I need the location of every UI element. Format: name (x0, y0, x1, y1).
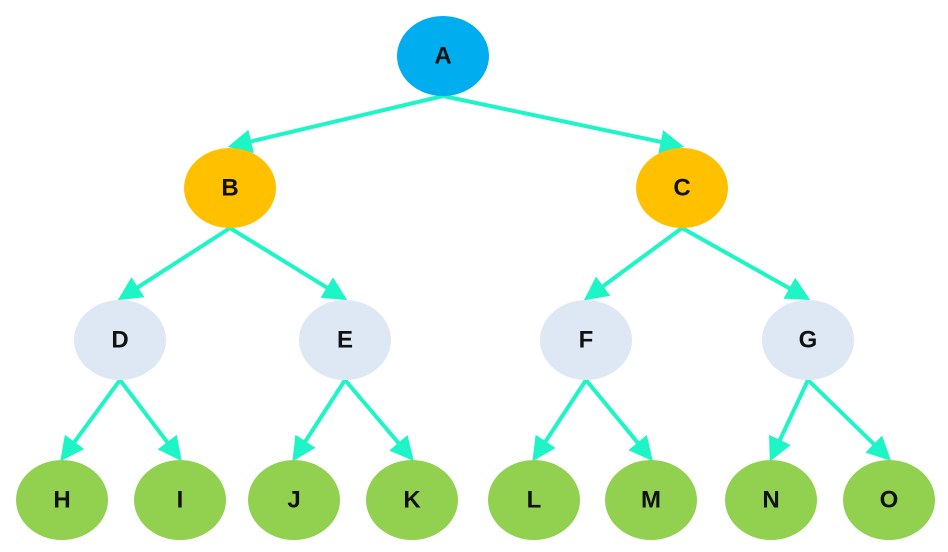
node-ellipse-k (366, 460, 458, 540)
nodes-layer: A B C D E F G H I J K L M N O (16, 16, 935, 540)
node-label-c: C (673, 175, 690, 202)
node-ellipse-l (488, 460, 580, 540)
node-ellipse-n (725, 460, 817, 540)
edge-g-n (769, 379, 810, 462)
tree-node-h: H (16, 460, 108, 540)
node-label-d: D (111, 327, 128, 354)
tree-node-g: G (762, 300, 854, 380)
node-ellipse-i (134, 460, 226, 540)
edge-e-j (292, 378, 347, 462)
tree-node-b: B (184, 148, 276, 228)
edge-d-i (118, 378, 182, 462)
tree-node-f: F (540, 300, 632, 380)
edge-b-d (117, 226, 232, 301)
node-label-n: N (762, 487, 779, 514)
node-label-m: M (641, 487, 661, 514)
edge-c-f (583, 226, 684, 301)
tree-node-e: E (299, 300, 391, 380)
edge-d-h (60, 378, 122, 462)
edge-e-k (343, 378, 414, 462)
node-ellipse-f (540, 300, 632, 380)
node-ellipse-j (248, 460, 340, 540)
node-label-a: A (434, 43, 451, 70)
node-label-b: B (221, 175, 238, 202)
tree-node-d: D (74, 300, 166, 380)
tree-node-a: A (397, 16, 489, 96)
node-label-h: H (53, 487, 70, 514)
node-label-e: E (337, 327, 353, 354)
edge-b-e (228, 226, 348, 301)
node-label-i: I (177, 487, 184, 514)
node-label-j: J (287, 487, 300, 514)
edge-a-b (227, 94, 444, 154)
tree-node-l: L (488, 460, 580, 540)
node-ellipse-m (605, 460, 697, 540)
node-ellipse-g (762, 300, 854, 380)
node-ellipse-e (299, 300, 391, 380)
tree-node-n: N (725, 460, 817, 540)
node-label-o: O (880, 487, 899, 514)
node-label-g: G (799, 327, 818, 354)
edge-f-l (532, 378, 588, 462)
tree-node-o: O (843, 460, 935, 540)
node-ellipse-c (636, 148, 728, 228)
tree-node-j: J (248, 460, 340, 540)
edge-g-o (806, 378, 891, 461)
node-ellipse-a (397, 16, 489, 96)
node-ellipse-h (16, 460, 108, 540)
node-label-l: L (527, 487, 542, 514)
tree-node-m: M (605, 460, 697, 540)
tree-node-i: I (134, 460, 226, 540)
edge-f-m (584, 378, 653, 462)
edge-c-g (681, 226, 811, 300)
node-label-f: F (579, 327, 594, 354)
node-label-k: K (403, 487, 421, 514)
node-ellipse-b (184, 148, 276, 228)
edge-a-c (442, 94, 685, 154)
edges-layer (60, 94, 891, 462)
tree-node-k: K (366, 460, 458, 540)
node-ellipse-d (74, 300, 166, 380)
node-ellipse-o (843, 460, 935, 540)
tree-node-c: C (636, 148, 728, 228)
